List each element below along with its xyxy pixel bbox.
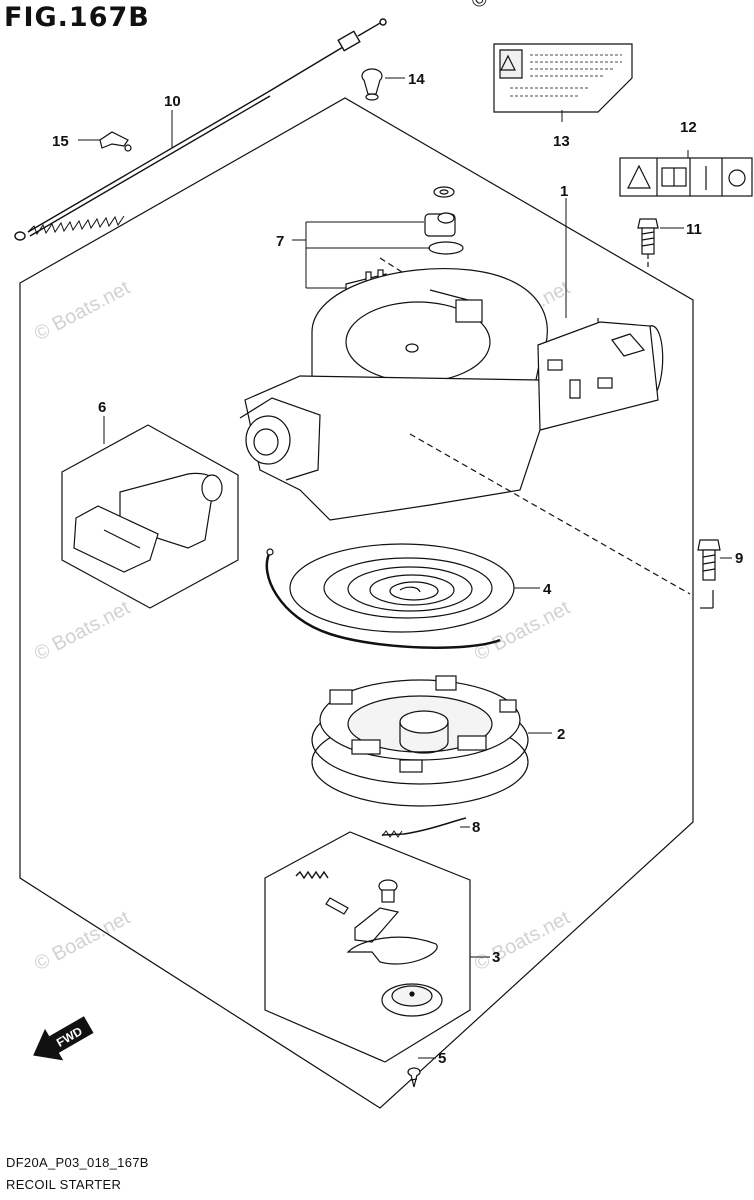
callout-10: 10 bbox=[164, 93, 181, 110]
caution-label-part bbox=[619, 157, 753, 197]
callout-11: 11 bbox=[686, 221, 702, 238]
callout-5: 5 bbox=[438, 1050, 446, 1067]
starter-housing-part bbox=[239, 267, 691, 595]
callout-12: 12 bbox=[680, 119, 697, 136]
callout-4: 4 bbox=[543, 581, 552, 598]
cable-part bbox=[14, 18, 387, 241]
spiral-spring-part bbox=[265, 543, 515, 649]
callout-9: 9 bbox=[735, 550, 743, 567]
callout-13: 13 bbox=[553, 133, 570, 150]
leader-lines bbox=[78, 77, 732, 1059]
reel-part bbox=[311, 675, 529, 807]
callout-3: 3 bbox=[492, 949, 500, 966]
callout-2: 2 bbox=[557, 726, 565, 743]
bolt-9-part bbox=[697, 539, 721, 609]
figure-code: DF20A_P03_018_167B bbox=[6, 1155, 149, 1170]
figure-title: FIG.167B bbox=[4, 2, 150, 33]
warning-label-part bbox=[493, 43, 633, 113]
clamp-part bbox=[99, 131, 132, 152]
screw-part bbox=[407, 1067, 421, 1088]
fwd-arrow: FWD bbox=[33, 1016, 94, 1061]
clip-part bbox=[361, 68, 383, 101]
callout-8: 8 bbox=[472, 819, 480, 836]
callout-7: 7 bbox=[276, 233, 284, 250]
callout-numbers: 10 15 14 13 12 11 1 7 6 9 4 2 8 3 5 bbox=[52, 71, 743, 1067]
bolt-11-part bbox=[637, 218, 659, 268]
handle-box bbox=[61, 424, 239, 609]
assembly-outline bbox=[19, 97, 694, 1109]
figure-name: RECOIL STARTER bbox=[6, 1177, 122, 1192]
pawl-set-part bbox=[295, 870, 443, 1017]
rope-part bbox=[381, 817, 467, 838]
callout-15: 15 bbox=[52, 133, 69, 150]
callout-1: 1 bbox=[560, 183, 568, 200]
callout-14: 14 bbox=[408, 71, 425, 88]
callout-6: 6 bbox=[98, 399, 106, 416]
pawl-box bbox=[264, 831, 471, 1063]
handle-part bbox=[73, 472, 223, 573]
